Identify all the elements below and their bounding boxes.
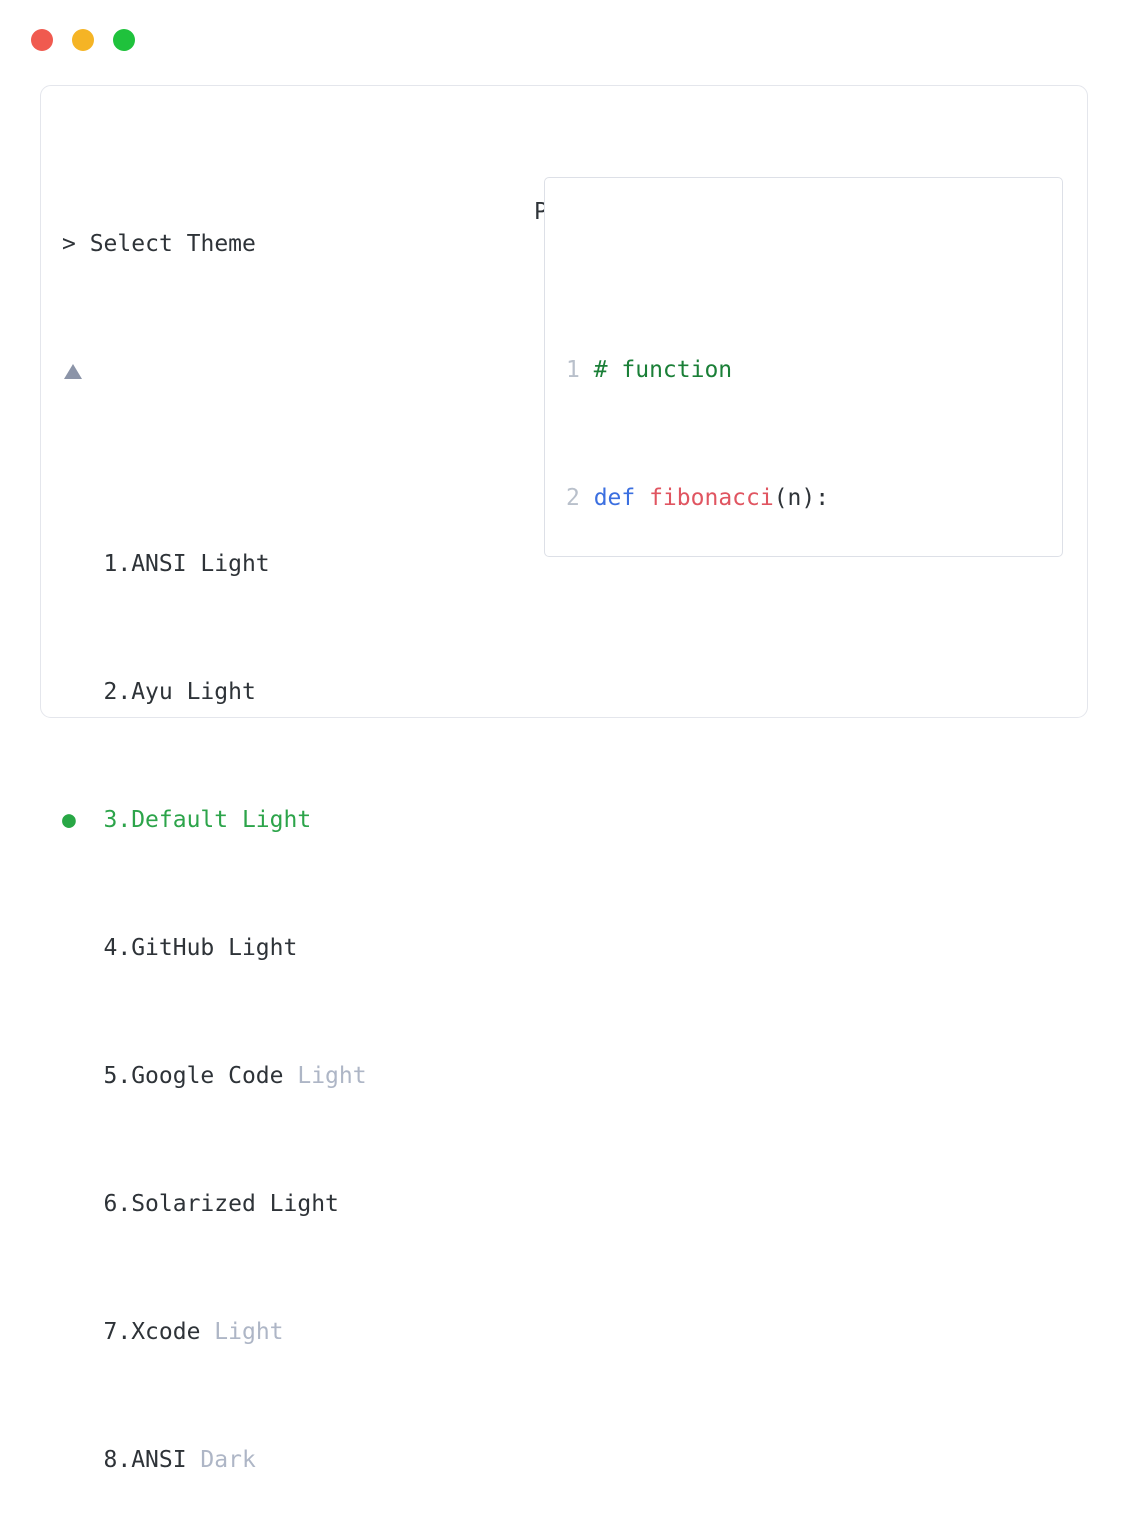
theme-index: 8. <box>103 1447 132 1473</box>
theme-name: Google Code <box>131 1063 284 1089</box>
selected-bullet-icon <box>62 548 90 580</box>
close-button[interactable] <box>31 29 53 51</box>
theme-list-item[interactable]: 7.Xcode Light <box>62 1316 532 1348</box>
line-gutter-gap <box>580 354 594 386</box>
line-number: 1 <box>566 357 580 383</box>
selected-bullet-icon <box>62 1188 90 1220</box>
theme-mode-badge: Dark <box>186 1447 256 1473</box>
theme-index: 3. <box>103 807 132 833</box>
code-line: 2 def fibonacci(n): <box>566 482 957 514</box>
line-number: 2 <box>566 485 580 511</box>
selected-bullet-icon <box>62 932 90 964</box>
selected-bullet-icon <box>62 1316 90 1348</box>
theme-list-item[interactable]: 1.ANSI Light <box>62 548 532 580</box>
theme-mode-badge: Light <box>283 1063 367 1089</box>
prompt-header: > Select Theme <box>62 228 532 260</box>
code-text: def fibonacci(n): <box>594 485 829 511</box>
theme-list-item[interactable]: 5.Google Code Light <box>62 1060 532 1092</box>
theme-index: 7. <box>103 1319 132 1345</box>
selected-bullet-icon <box>62 1444 90 1476</box>
triangle-up-icon <box>64 364 82 379</box>
theme-list-item[interactable]: ● 3.Default Light <box>62 804 532 836</box>
code-token: fibonacci <box>649 485 774 511</box>
theme-index: 6. <box>103 1191 132 1217</box>
scroll-up-indicator[interactable] <box>62 356 532 388</box>
theme-index: 4. <box>103 935 132 961</box>
maximize-button[interactable] <box>113 29 135 51</box>
line-gutter-gap <box>580 482 594 514</box>
minimize-button[interactable] <box>72 29 94 51</box>
prompt-marker: > <box>62 231 90 257</box>
theme-index: 5. <box>103 1063 132 1089</box>
code-block: 1 # function 2 def fibonacci(n): 3 a, b … <box>566 290 957 556</box>
theme-name: Solarized Light <box>131 1191 339 1217</box>
selected-bullet-icon: ● <box>62 807 76 833</box>
code-preview: 1 # function 2 def fibonacci(n): 3 a, b … <box>566 226 957 556</box>
theme-name: Ayu Light <box>131 679 256 705</box>
code-token: (n): <box>773 485 830 511</box>
theme-list-item[interactable]: 4.GitHub Light <box>62 932 532 964</box>
code-line: 1 # function <box>566 354 957 386</box>
preview-panel: 1 # function 2 def fibonacci(n): 3 a, b … <box>544 177 1063 557</box>
theme-name: Xcode <box>131 1319 201 1345</box>
code-text: # function <box>594 357 732 383</box>
theme-selection-column: > Select Theme 1.ANSI Light 2.Ayu Light … <box>62 132 532 1514</box>
theme-picker-card: > Select Theme 1.ANSI Light 2.Ayu Light … <box>40 85 1088 1473</box>
theme-name: GitHub Light <box>131 935 298 961</box>
theme-list: 1.ANSI Light 2.Ayu Light ●3.Default Ligh… <box>62 484 532 1514</box>
theme-list-item[interactable]: 6.Solarized Light <box>62 1188 532 1220</box>
window-titlebar <box>0 0 1129 85</box>
theme-name: Default Light <box>131 807 312 833</box>
page-title: Select Theme <box>89 231 256 257</box>
code-token: def <box>593 485 650 511</box>
selected-bullet-icon <box>62 676 90 708</box>
theme-name: ANSI <box>131 1447 187 1473</box>
code-token: # function <box>593 357 733 383</box>
theme-list-item[interactable]: 2.Ayu Light <box>62 676 532 708</box>
theme-list-item[interactable]: 8.ANSI Dark <box>62 1444 532 1476</box>
theme-index: 2. <box>103 679 132 705</box>
theme-index: 1. <box>103 551 132 577</box>
selected-bullet-icon <box>62 1060 90 1092</box>
theme-mode-badge: Light <box>200 1319 284 1345</box>
theme-name: ANSI Light <box>131 551 270 577</box>
